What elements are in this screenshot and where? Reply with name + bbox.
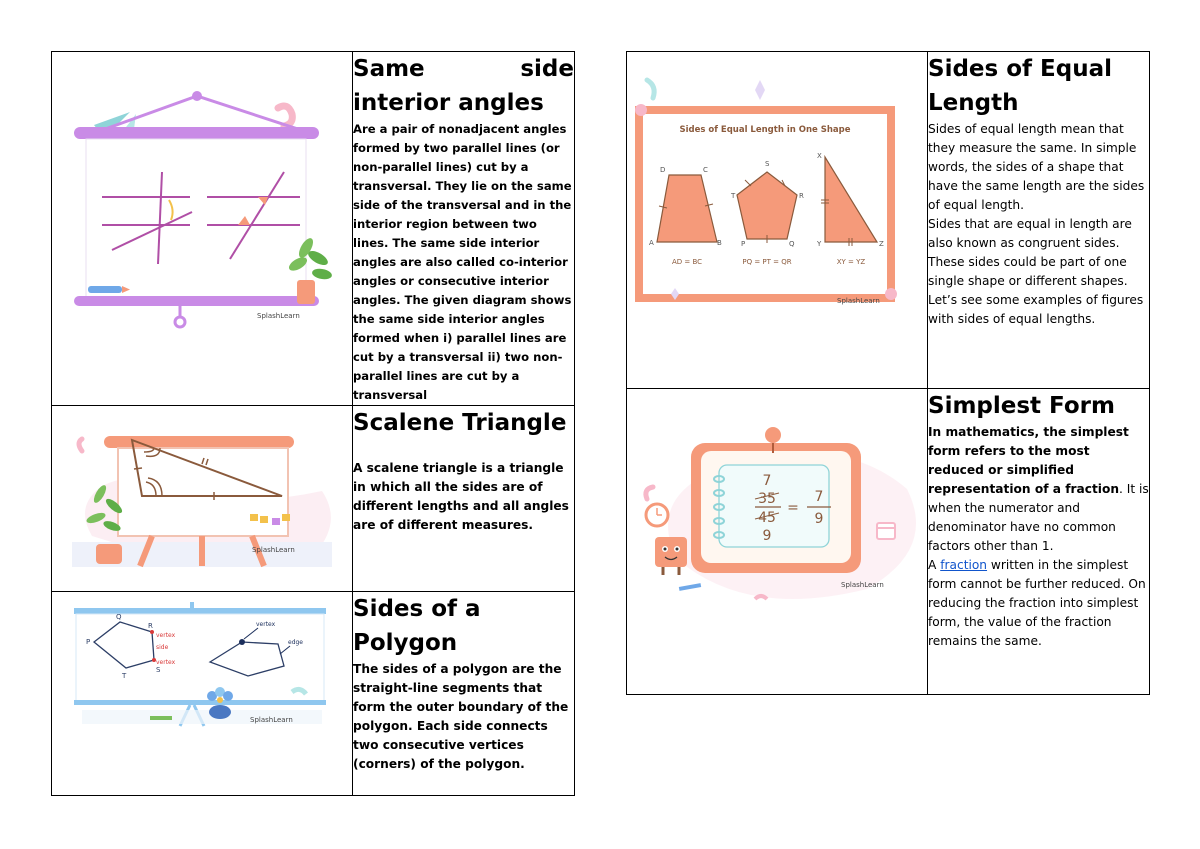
polygon-title-line2: Polygon xyxy=(353,630,458,656)
same-side-image-cell: SplashLearn xyxy=(51,51,353,406)
simplest-image-cell: 7 35 45 9 = 7 9 xyxy=(626,388,928,695)
svg-text:R: R xyxy=(148,622,153,630)
simplest-description: In mathematics, the simplest form refers… xyxy=(928,425,1149,553)
brand-logo: SplashLearn xyxy=(257,312,300,320)
svg-text:Q: Q xyxy=(116,613,122,621)
mascot-icon xyxy=(655,537,687,575)
pencil-icon xyxy=(88,286,122,293)
scalene-illustration: SplashLearn xyxy=(52,406,352,576)
svg-text:vertex: vertex xyxy=(156,632,176,639)
brand-logo: SplashLearn xyxy=(841,581,884,589)
pushpin-icon xyxy=(765,427,781,453)
svg-text:=: = xyxy=(787,500,799,516)
svg-text:7: 7 xyxy=(763,473,772,489)
polygon-image-cell: P Q R S T vertex side vertex xyxy=(51,591,353,796)
svg-text:edge: edge xyxy=(288,639,303,646)
scalene-description: A scalene triangle is a triangle in whic… xyxy=(353,461,569,532)
simplest-title: Simplest Form xyxy=(928,393,1115,419)
svg-text:P: P xyxy=(86,638,90,646)
svg-text:D: D xyxy=(660,166,665,174)
equal-length-text-cell: Sides of Equal Length Sides of equal len… xyxy=(927,51,1150,389)
svg-text:T: T xyxy=(730,192,736,200)
svg-text:9: 9 xyxy=(763,528,772,544)
svg-text:vertex: vertex xyxy=(156,659,176,666)
same-side-description: Are a pair of nonadjacent angles formed … xyxy=(353,122,572,402)
scalene-image-cell: SplashLearn xyxy=(51,405,353,592)
equal-length-image-cell: Sides of Equal Length in One Shape xyxy=(626,51,928,389)
calendar-icon xyxy=(876,522,896,540)
svg-text:B: B xyxy=(717,239,722,247)
simplest-illustration: 7 35 45 9 = 7 9 xyxy=(627,389,927,619)
polygon-text-cell: Sides of a Polygon The sides of a polygo… xyxy=(352,591,575,796)
svg-text:7: 7 xyxy=(815,489,824,505)
equal-length-illustration: Sides of Equal Length in One Shape xyxy=(627,52,927,352)
clock-icon xyxy=(644,502,670,528)
equal-length-title-line2: Length xyxy=(928,90,1019,116)
simplest-description-2: A fraction written in the simplest form … xyxy=(928,558,1146,648)
svg-text:T: T xyxy=(121,672,127,680)
svg-text:S: S xyxy=(156,666,161,674)
svg-text:XY = YZ: XY = YZ xyxy=(837,258,866,266)
same-side-title-line2: interior angles xyxy=(353,90,544,116)
brand-logo: SplashLearn xyxy=(252,546,295,554)
svg-text:side: side xyxy=(156,644,169,651)
simplest-text-cell: Simplest Form In mathematics, the simple… xyxy=(927,388,1150,695)
svg-text:Y: Y xyxy=(816,240,822,248)
scalene-title: Scalene Triangle xyxy=(353,410,567,436)
plant-icon xyxy=(86,485,123,564)
polygon-title: Sides of a xyxy=(353,596,481,622)
svg-text:S: S xyxy=(765,160,770,168)
brand-logo: SplashLearn xyxy=(837,297,880,305)
scalene-text-cell: Scalene Triangle A scalene triangle is a… xyxy=(352,405,575,592)
equal-length-title: Sides of Equal xyxy=(928,56,1112,82)
svg-text:Q: Q xyxy=(789,240,795,248)
svg-text:vertex: vertex xyxy=(256,621,276,628)
svg-text:Z: Z xyxy=(879,240,884,248)
brand-logo: SplashLearn xyxy=(250,716,293,724)
svg-text:35: 35 xyxy=(758,491,776,507)
image-heading: Sides of Equal Length in One Shape xyxy=(679,125,850,135)
plant-icon xyxy=(288,238,332,304)
flower-icon xyxy=(207,687,233,719)
svg-text:AD = BC: AD = BC xyxy=(672,258,702,266)
svg-text:R: R xyxy=(799,192,804,200)
svg-text:C: C xyxy=(703,166,708,174)
svg-text:X: X xyxy=(817,152,822,160)
svg-text:PQ = PT = QR: PQ = PT = QR xyxy=(742,258,791,266)
svg-text:45: 45 xyxy=(758,510,776,526)
polygon-description: The sides of a polygon are the straight-… xyxy=(353,662,569,771)
polygon-illustration: P Q R S T vertex side vertex xyxy=(52,592,352,732)
fraction-link[interactable]: fraction xyxy=(940,558,988,572)
svg-text:P: P xyxy=(741,240,745,248)
same-side-illustration: SplashLearn xyxy=(52,52,352,352)
equal-length-description-2: Sides that are equal in length are also … xyxy=(928,217,1144,326)
equal-length-description-1: Sides of equal length mean that they mea… xyxy=(928,122,1145,212)
svg-text:9: 9 xyxy=(815,511,824,527)
svg-text:A: A xyxy=(649,239,654,247)
right-card-table: Sides of Equal Length in One Shape xyxy=(626,51,1150,695)
